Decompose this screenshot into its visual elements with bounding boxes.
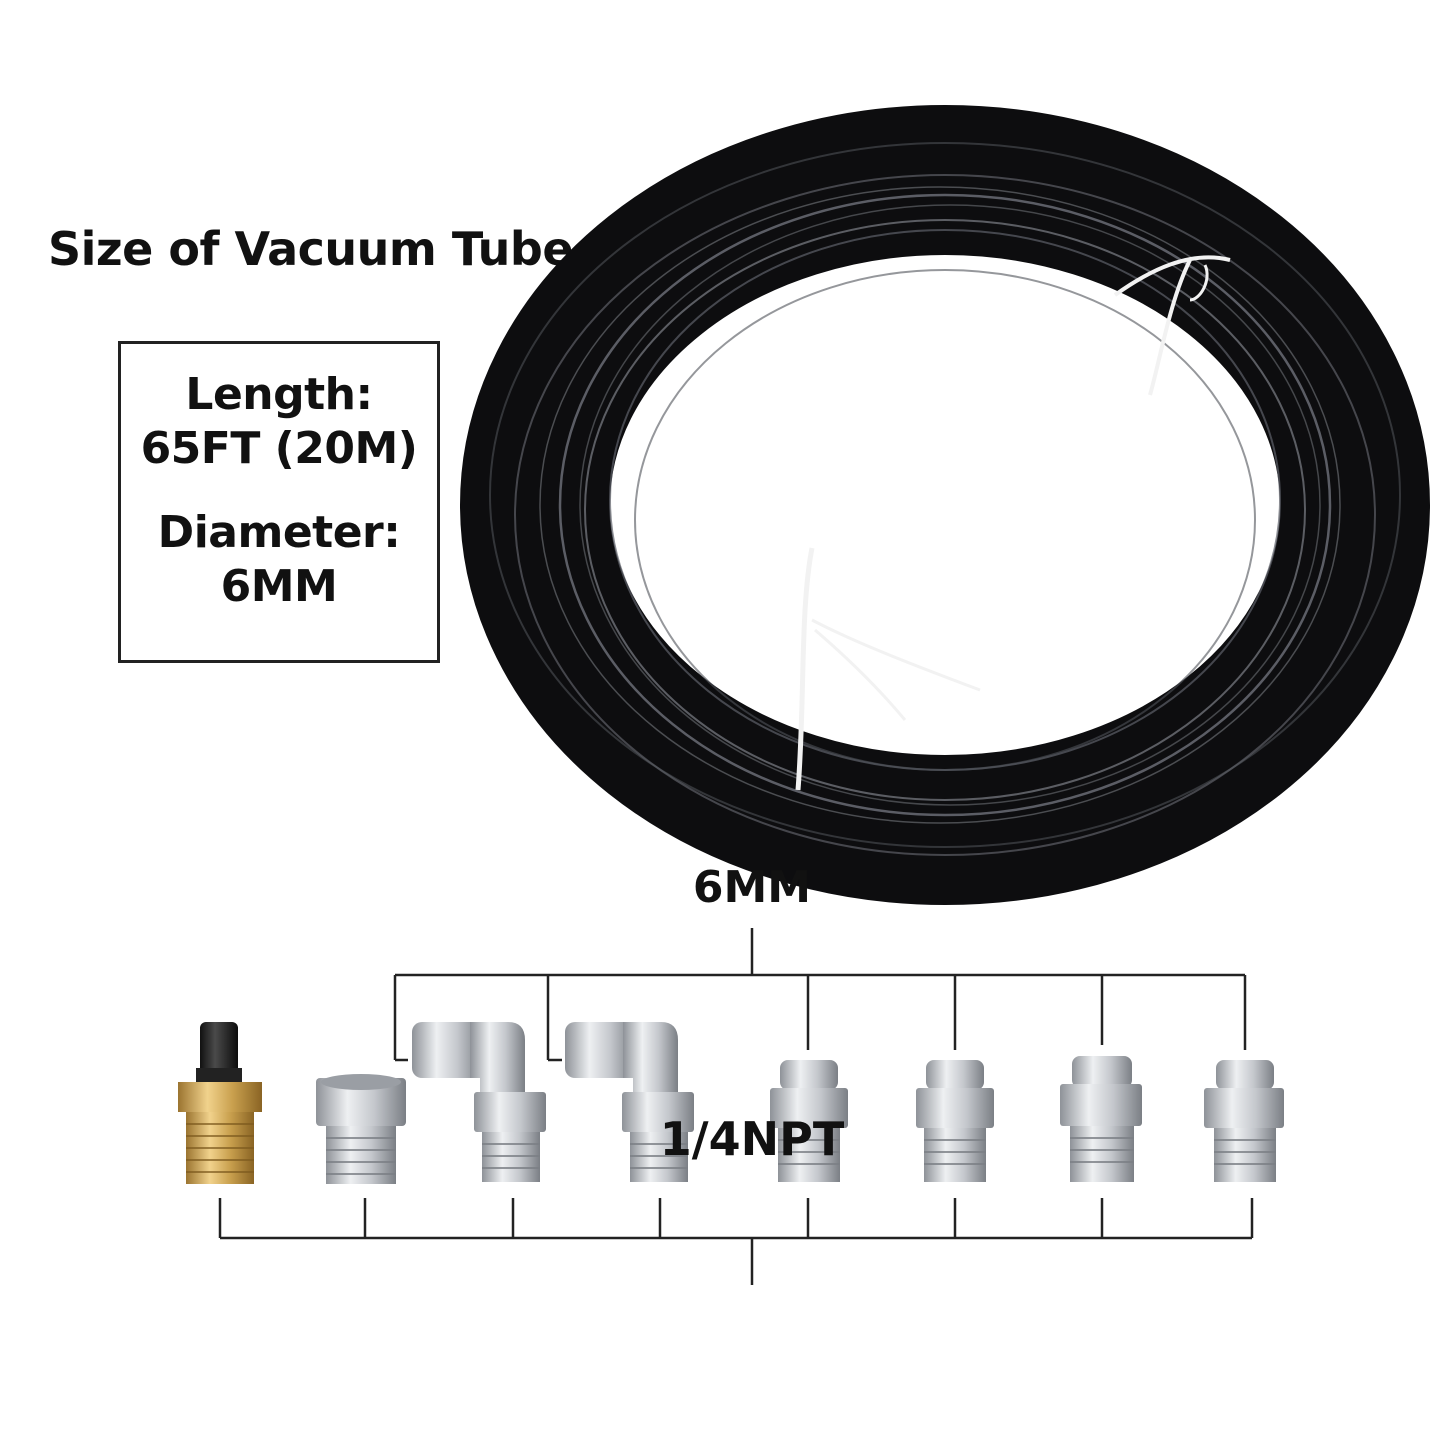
- diameter-label: Diameter:: [157, 507, 401, 558]
- brass-valve-fitting: [178, 1022, 262, 1184]
- straight-push-fitting: [1060, 1056, 1142, 1182]
- elbow-push-fitting: [412, 1022, 546, 1182]
- spec-box: Length: 65FT (20M) Diameter: 6MM: [118, 341, 440, 663]
- tube-coil-image: [460, 105, 1430, 905]
- straight-push-fitting: [770, 1060, 848, 1182]
- straight-push-fitting: [916, 1060, 994, 1182]
- length-value: 65FT (20M): [140, 423, 418, 474]
- fitting-size-top-label: 6MM: [692, 862, 812, 913]
- bracket-lines: [218, 928, 1254, 1285]
- length-label: Length:: [185, 369, 373, 420]
- thread-size-bottom-label: 1/4NPT: [659, 1112, 845, 1166]
- elbow-push-fitting: [565, 1022, 694, 1182]
- straight-push-fitting: [1204, 1060, 1284, 1182]
- hex-adapter-fitting: [316, 1074, 406, 1184]
- diameter-value: 6MM: [220, 561, 338, 612]
- section-title: Size of Vacuum Tube: [48, 222, 574, 276]
